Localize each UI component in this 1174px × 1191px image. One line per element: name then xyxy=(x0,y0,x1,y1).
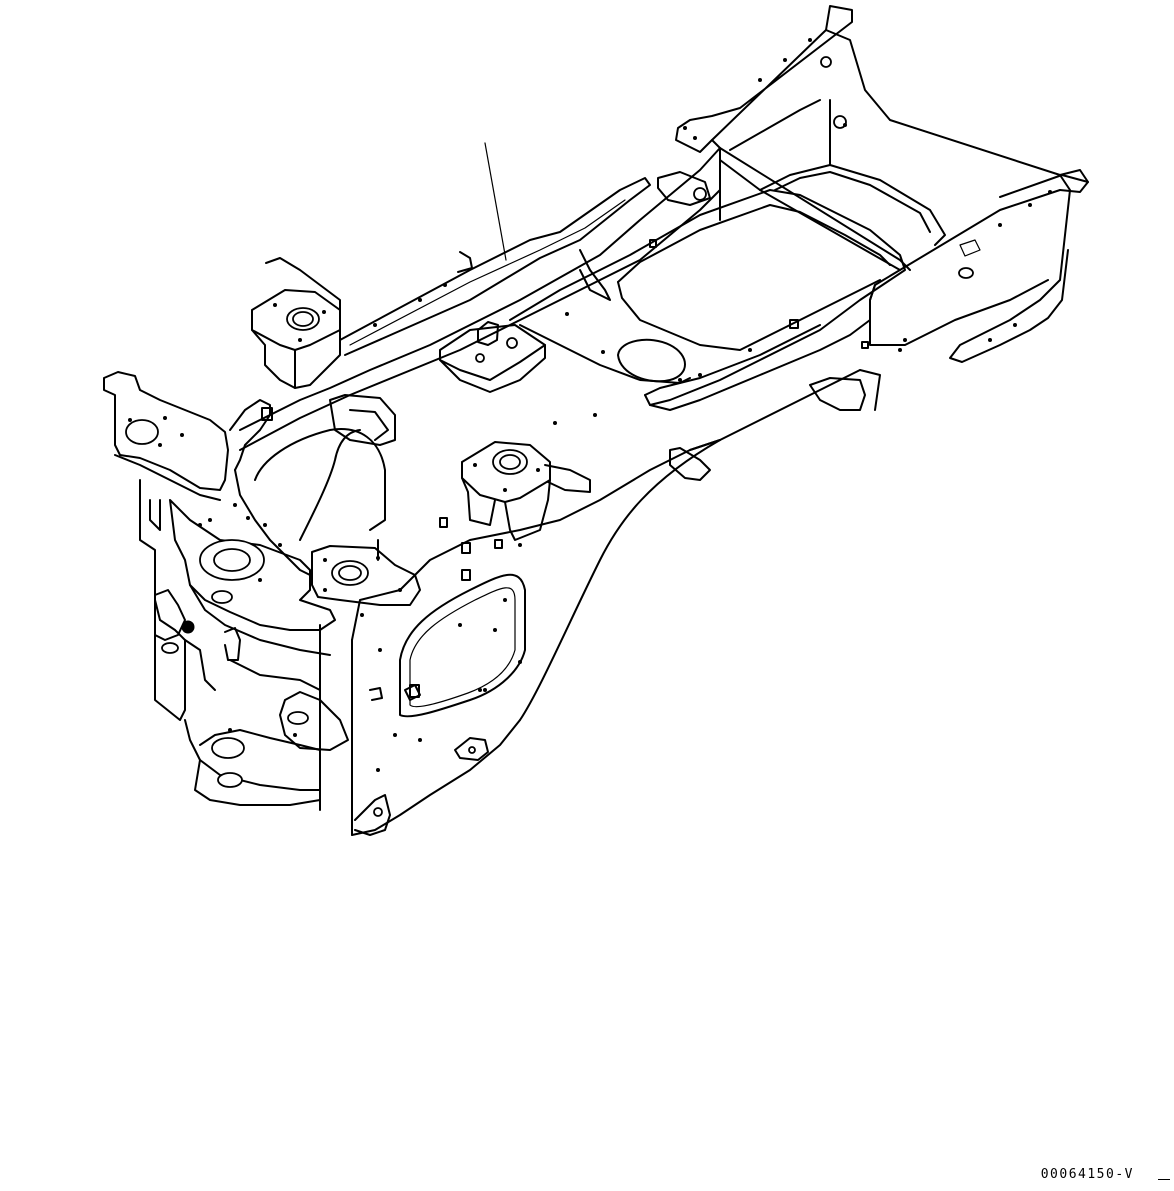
front-mount-plate xyxy=(311,539,421,606)
side-plate-cutout xyxy=(319,439,721,836)
left-rail xyxy=(239,147,721,451)
corner-mark xyxy=(1158,1179,1170,1180)
lower-pivot-arm xyxy=(184,691,349,806)
center-mount-tower xyxy=(461,441,591,541)
lower-side-rail xyxy=(669,369,881,481)
bolt-markers xyxy=(208,38,1052,698)
center-top-mount xyxy=(439,321,546,393)
right-rear-rail xyxy=(675,5,1089,363)
center-floor-plate xyxy=(509,171,906,411)
front-left-plate xyxy=(103,371,229,721)
bottom-tabs xyxy=(354,737,489,836)
pivot-beam xyxy=(169,499,336,656)
front-cross-frame xyxy=(229,394,396,576)
rear-left-mount xyxy=(251,289,341,389)
left-lower-column xyxy=(154,589,321,691)
leader-line xyxy=(484,142,507,261)
document-number: 00064150-V xyxy=(1040,1167,1134,1182)
